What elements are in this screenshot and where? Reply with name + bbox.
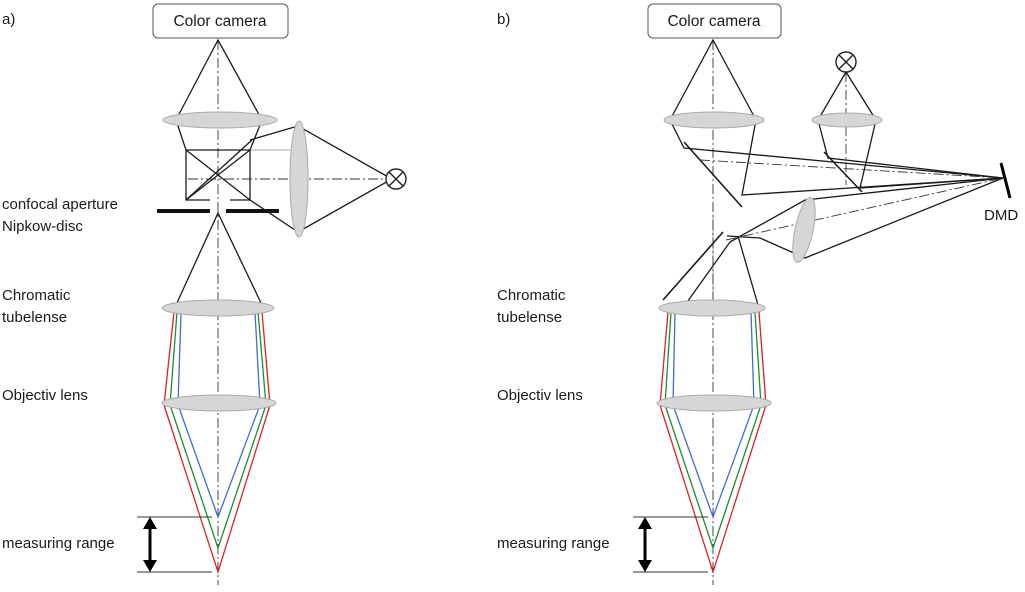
panel-b-illumination-lens — [811, 112, 883, 128]
panel-b-tubelens-label-1: Chromatic — [497, 287, 566, 304]
panel-a-camera-lens — [162, 111, 278, 129]
light-source-icon — [835, 51, 857, 73]
panel-b-chromatic-rays — [659, 311, 767, 575]
panel-a-tubelens-label-2: tubelense — [2, 309, 67, 326]
panel-b-tubelens — [658, 299, 766, 317]
panel-a-objective-lens — [161, 394, 277, 412]
panel-a-camera-cone — [175, 38, 263, 121]
panel-a-camera: Color camera — [152, 3, 289, 39]
panel-b-dmd — [999, 162, 1012, 199]
panel-b-dmd-path — [662, 177, 1004, 306]
panel-b-upper-mirror — [683, 141, 743, 208]
panel-b-tubelens-label-2: tubelense — [497, 309, 562, 326]
panel-a-measuring-range-label: measuring range — [2, 535, 115, 552]
panel-a-camera-label: Color camera — [173, 13, 266, 30]
panel-b-objective-lens — [656, 394, 772, 412]
panel-b-camera: Color camera — [647, 3, 782, 39]
panel-a-objective-label: Objectiv lens — [2, 387, 88, 404]
panel-b-relay-lens — [792, 197, 816, 263]
panel-a-tubelens-label-1: Chromatic — [2, 287, 71, 304]
panel-b: b) Color camera — [497, 3, 1018, 585]
panel-a-aperture-label-2: Nipkow-disc — [2, 218, 83, 235]
panel-b-objective-label: Objectiv lens — [497, 387, 583, 404]
panel-a-beamsplitter — [175, 119, 395, 233]
panel-b-camera-cone — [669, 38, 757, 121]
panel-a: a) Color camera — [2, 3, 407, 585]
panel-a-collimator-lens — [289, 120, 309, 238]
panel-b-measuring-range — [633, 516, 708, 573]
panel-b-camera-path — [669, 119, 1004, 208]
panel-b-measuring-range-label: measuring range — [497, 535, 610, 552]
panel-a-chromatic-rays — [163, 311, 271, 575]
panel-a-lower-cone — [175, 211, 263, 306]
panel-b-illumination-path — [817, 71, 1004, 193]
panel-a-measuring-range — [137, 516, 212, 573]
panel-b-lower-mirror — [662, 231, 724, 301]
light-source-icon — [385, 168, 407, 190]
panel-a-splitter-mirror — [185, 139, 253, 201]
double-arrow-icon — [638, 517, 652, 572]
panel-b-camera-lens — [663, 111, 765, 129]
panel-b-camera-label: Color camera — [667, 13, 760, 30]
panel-b-dmd-label: DMD — [984, 207, 1018, 224]
panel-b-label: b) — [497, 11, 510, 28]
panel-a-tubelens — [161, 299, 275, 317]
panel-a-label: a) — [2, 11, 15, 28]
double-arrow-icon — [143, 517, 157, 572]
panel-a-aperture-label-1: confocal aperture — [2, 196, 118, 213]
